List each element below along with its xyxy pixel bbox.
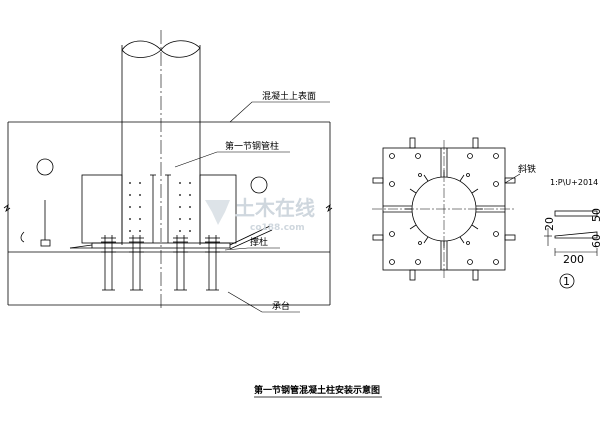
base-plate — [91, 242, 231, 249]
grout-hole-left — [36, 158, 54, 176]
plan-bolt-holes — [389, 153, 499, 265]
detail-number: 1 — [563, 275, 570, 288]
watermark: 土木在线 co188.com — [205, 196, 315, 233]
leader-pile-cap — [227, 291, 300, 313]
plan-annotations: 斜铁 1:P\U+2014 — [504, 163, 598, 187]
support-brace-upper — [229, 225, 271, 246]
wedge-detail: 50 20 60 200 1 — [543, 208, 603, 289]
column-break-inner2 — [160, 40, 201, 51]
watermark-en: co188.com — [250, 223, 305, 233]
label-spec: 1:P\U+2014 — [550, 178, 598, 187]
left-stiffener-plate — [81, 174, 123, 244]
detail-marker-circle — [559, 273, 575, 289]
label-first-column: 第一节钢管柱 — [225, 140, 279, 152]
left-rod-base — [40, 239, 51, 247]
dim-200: 200 — [563, 253, 584, 266]
support-brace-lower — [229, 229, 273, 250]
leader-wedge — [504, 173, 521, 184]
grout-hole-right — [250, 176, 268, 194]
watermark-logo-icon — [205, 200, 230, 225]
elevation-annotations: 混凝土上表面 第一节钢管柱 撑杜 承台 — [174, 90, 330, 313]
break-mark-right — [325, 203, 333, 213]
radial-ribs — [405, 170, 483, 248]
column-break-inner — [121, 49, 162, 58]
dim-60: 60 — [590, 234, 603, 248]
dim-50: 50 — [590, 208, 603, 222]
label-wedge: 斜铁 — [518, 163, 536, 175]
label-pile-cap: 承台 — [272, 300, 290, 312]
label-concrete-top: 混凝土上表面 — [262, 90, 316, 102]
wedge-tabs — [372, 137, 516, 281]
watermark-cn: 土木在线 — [235, 196, 315, 220]
label-support: 撑杜 — [250, 236, 268, 248]
anchor-bolts — [101, 235, 220, 291]
leader-first-column — [174, 151, 290, 168]
dim-20: 20 — [543, 217, 556, 231]
plan-view — [372, 137, 516, 281]
leader-support — [224, 247, 280, 251]
bolt-dot-grid — [129, 182, 191, 232]
elevation-view — [3, 30, 333, 310]
wedge-detail-profile — [554, 231, 598, 239]
break-mark-left — [3, 203, 11, 213]
wedge-detail-plan — [554, 210, 598, 217]
leader-concrete-top — [229, 101, 330, 123]
base-wedge-left — [69, 244, 93, 249]
drawing-title: 第一节钢管混凝土柱安装示意图 — [254, 384, 380, 396]
left-hook — [20, 231, 25, 243]
